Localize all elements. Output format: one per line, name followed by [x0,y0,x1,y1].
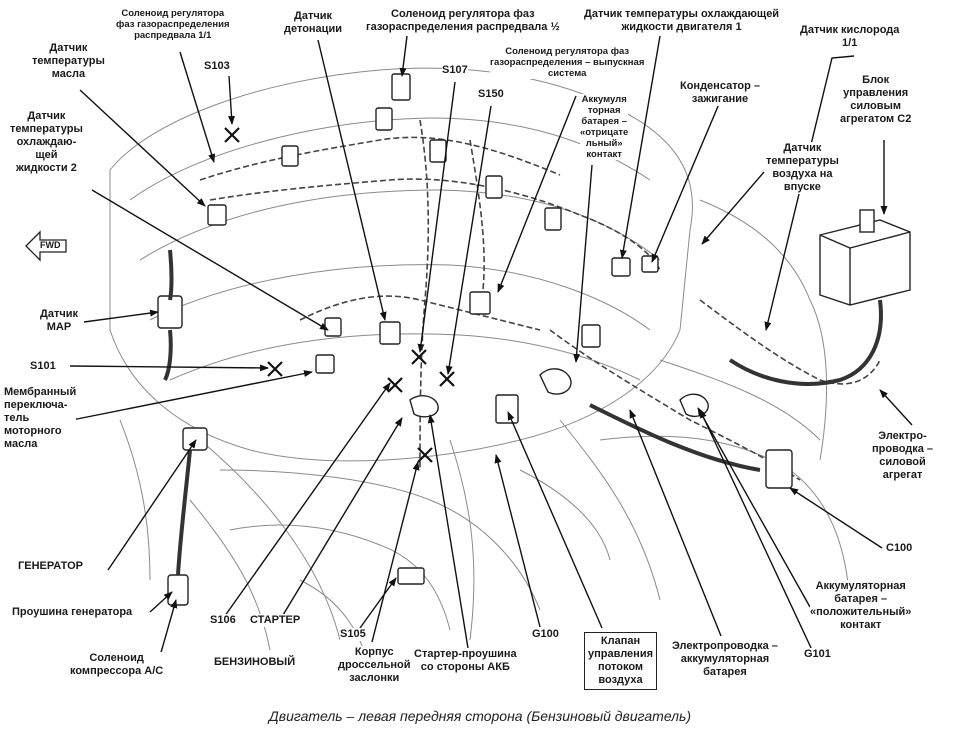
leader-lines [69,35,913,657]
label-condenser-ignition: Конденсатор – зажигание [680,80,761,106]
label-battery-positive: Аккумуляторная батарея – «положительный»… [810,580,912,632]
engine-block-outline [109,67,851,671]
label-solenoid-cam-1-1: Соленоид регулятора фаз газораспределени… [116,8,230,41]
label-ac-compressor-solenoid: Соленоид компрессора А/С [70,652,164,678]
label-oxygen-sensor: Датчик кислорода 1/1 [800,24,900,50]
label-oil-temp: Датчик температуры масла [32,42,105,81]
fwd-label: FWD [40,240,61,250]
label-intake-air-temp: Датчик температуры воздуха на впуске [766,142,839,194]
label-s105: S105 [340,628,366,641]
label-coolant-temp-1: Датчик температуры охлаждающей жидкости … [584,8,780,34]
label-s101: S101 [30,360,56,373]
label-s103: S103 [204,60,230,73]
label-pcm-c2: Блок управления силовым агрегатом С2 [840,74,912,126]
label-solenoid-cam-half: Соленоид регулятора фаз газораспределени… [366,8,560,34]
label-map-sensor: Датчик МАР [40,308,78,334]
label-battery-negative: Аккумуля торная батарея – «отрицате льны… [580,94,629,160]
label-knock-sensor: Датчик детонации [284,10,342,36]
label-powertrain-wiring: Электро- проводка – силовой агрегат [872,430,934,482]
label-starter-eyelet: Стартер-проушина со стороны АКБ [414,648,517,674]
label-airflow-valve: Клапан управления потоком воздуха [584,632,658,690]
splice-marks [224,127,455,463]
label-throttle-body: Корпус дроссельной заслонки [338,646,411,685]
component-shapes [157,73,911,606]
label-g100: G100 [532,628,559,641]
label-c100: C100 [886,542,913,555]
label-solenoid-exhaust: Соленоид регулятора фаз газораспределени… [490,46,645,79]
fwd-arrow-icon [25,230,67,262]
label-s107: S107 [442,64,468,77]
label-battery-wiring: Электропроводка – аккумуляторная батарея [672,640,778,679]
label-gasoline: БЕНЗИНОВЫЙ [214,656,296,669]
label-generator: ГЕНЕРАТОР [18,560,83,573]
label-starter: СТАРТЕР [250,614,301,627]
label-generator-eyelet: Проушина генератора [12,606,133,619]
label-oil-pressure-switch: Мембранный переключа- тель моторного мас… [4,386,77,451]
label-s150: S150 [478,88,504,101]
label-s106: S106 [210,614,236,627]
cables [163,249,883,576]
label-g101: G101 [804,648,831,661]
diagram-caption: Двигатель – левая передняя сторона (Бенз… [268,708,692,724]
label-coolant-temp-2: Датчик температуры охлаждаю- щей жидкост… [10,110,83,175]
